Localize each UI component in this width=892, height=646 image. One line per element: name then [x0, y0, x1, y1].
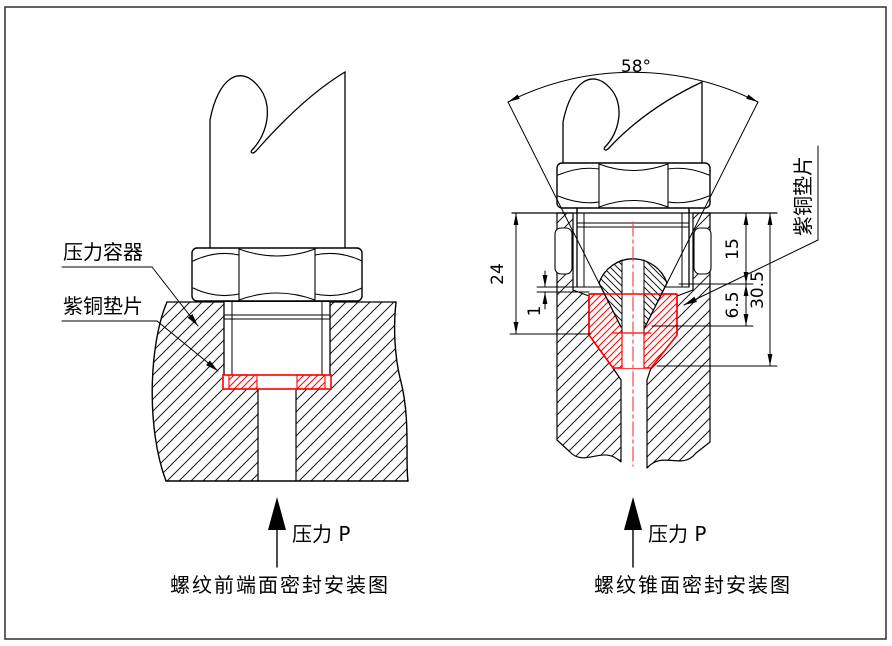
- left-vessel-label: 压力容器: [63, 240, 143, 264]
- left-gasket-label: 紫铜垫片: [63, 294, 143, 318]
- dim-24: 24: [488, 263, 508, 285]
- left-pressure-vessel-section: [151, 301, 409, 482]
- dim-6-5: 6.5: [723, 291, 743, 318]
- right-angle-label: 58°: [621, 57, 651, 77]
- left-diagram-front-face-seal: 压力容器 紫铜垫片 压力 P 螺纹前端面密封安装图: [61, 70, 409, 597]
- right-diagram-cone-seal: 58° 24 1 15 6.5 30.5 紫铜垫: [488, 57, 819, 597]
- left-copper-gasket: [222, 374, 332, 390]
- right-dimension-lines: [513, 212, 773, 367]
- right-pressure-label: 压力 P: [648, 522, 706, 546]
- right-extension-lines: [509, 283, 778, 367]
- left-leaders: [61, 266, 219, 372]
- left-hex-nut: [191, 247, 363, 302]
- right-sensor-body: [562, 78, 703, 164]
- right-pressure-vessel-section: [554, 212, 712, 469]
- left-pressure-label: 压力 P: [292, 522, 350, 546]
- dim-1: 1: [525, 306, 545, 317]
- right-cone-angle: [507, 71, 759, 306]
- drawing-border: [4, 6, 887, 640]
- right-gasket-leader: [683, 145, 819, 306]
- left-pressure-arrow: [268, 497, 286, 568]
- right-gasket-label: 紫铜垫片: [791, 156, 815, 236]
- left-caption: 螺纹前端面密封安装图: [170, 573, 390, 597]
- dim-15: 15: [723, 238, 743, 260]
- left-sensor-body: [209, 70, 346, 249]
- left-sensor-threaded-stem: [223, 301, 331, 376]
- right-pressure-arrow: [624, 497, 642, 568]
- right-caption: 螺纹锥面密封安装图: [594, 573, 792, 597]
- dim-30-5: 30.5: [748, 271, 768, 309]
- right-hex-nut: [556, 162, 711, 214]
